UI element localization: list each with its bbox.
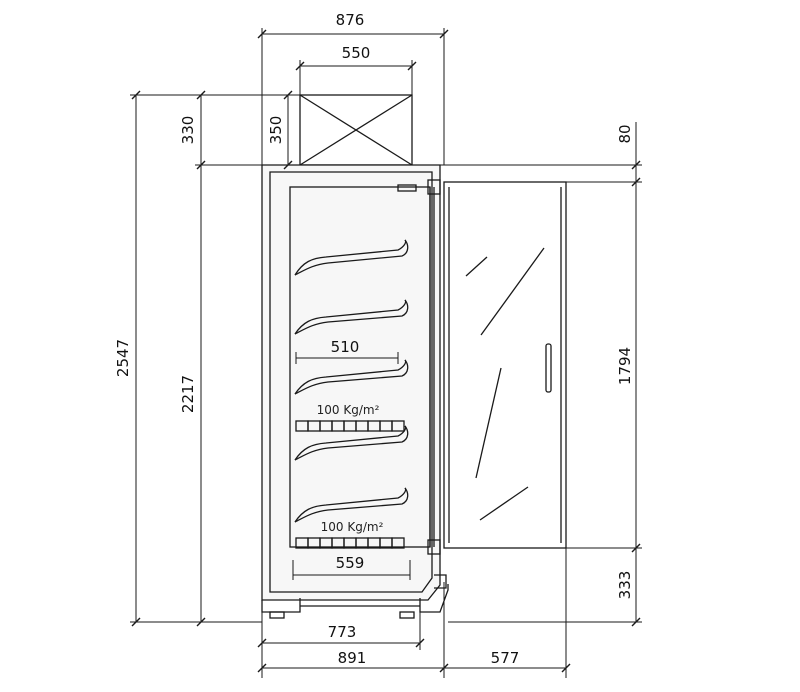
dim-top-gap: 80: [616, 124, 634, 143]
dimension-lines: [130, 28, 642, 678]
dim-door-swing: 577: [491, 649, 520, 667]
shelves: [294, 239, 409, 523]
door-handle: [545, 343, 552, 393]
dim-door-height: 1794: [616, 347, 634, 385]
dim-top-unit-width: 550: [342, 44, 371, 62]
dim-cabinet-height: 2217: [179, 375, 197, 413]
dimension-ticks: [131, 29, 641, 673]
dim-body-depth: 891: [338, 649, 367, 667]
load-label-upper: 100 Kg/m²: [317, 403, 380, 417]
glass-door: [443, 181, 567, 549]
dim-base-shelf-depth: 559: [336, 554, 365, 572]
dim-bottom-gap: 333: [616, 571, 634, 600]
dim-shelf-depth: 510: [331, 338, 360, 356]
load-labels: 100 Kg/m² 100 Kg/m²: [317, 403, 384, 534]
dim-total-height: 2547: [114, 339, 132, 377]
cabinet-base: [261, 584, 449, 619]
cabinet-body: [261, 164, 447, 601]
dim-overall-width: 876: [336, 11, 365, 29]
product-row-lower: [295, 537, 405, 549]
product-row-upper: [295, 420, 405, 432]
dim-foot-width: 773: [328, 623, 357, 641]
dim-top-offset: 330: [179, 116, 197, 145]
load-label-lower: 100 Kg/m²: [321, 520, 384, 534]
top-unit: [299, 94, 413, 166]
dimension-labels: 876 550 2547 330 2217 350 80 1794 333 51…: [114, 11, 634, 667]
dim-top-unit-height: 350: [267, 116, 285, 145]
